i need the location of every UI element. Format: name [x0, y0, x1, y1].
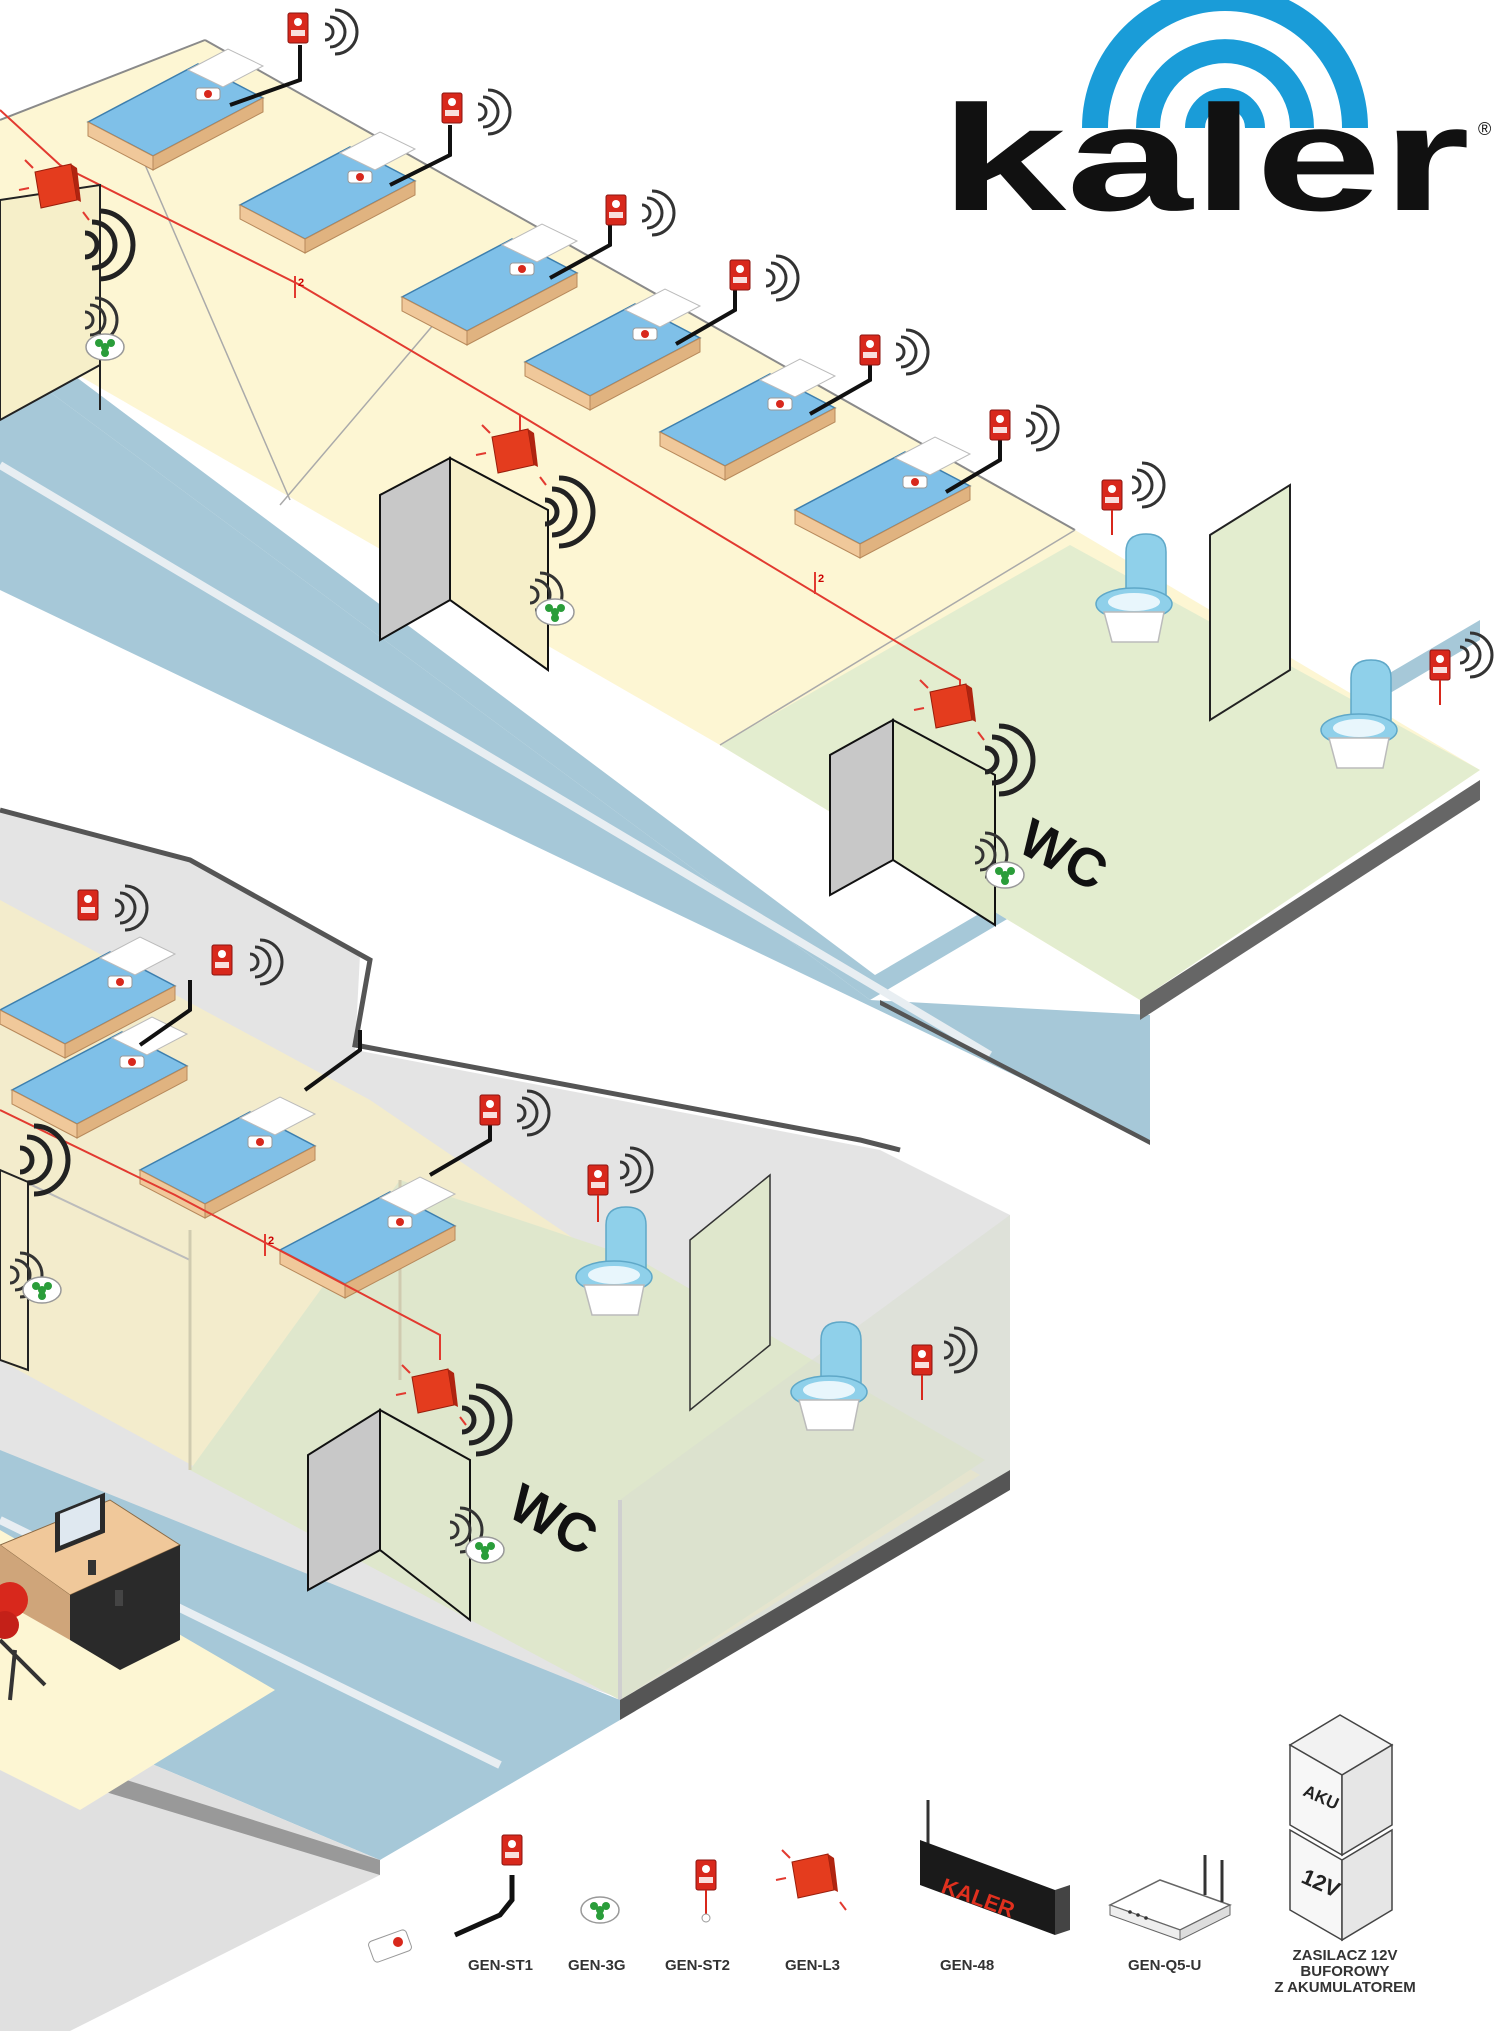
power-supply-label-line1: ZASILACZ 12V [1292, 1947, 1397, 1964]
green-reset-button-icon [986, 862, 1024, 888]
green-reset-button-icon [23, 1277, 61, 1303]
sos-call-station-icon [288, 13, 308, 43]
power-supply-icon: AKU 12V [1290, 1715, 1392, 1940]
wireless-waves-icon [478, 90, 510, 134]
sos-call-station-icon [990, 410, 1010, 440]
green-reset-button-icon [466, 1537, 504, 1563]
cable-marker: 2 [298, 277, 304, 289]
sos-pull-cord-icon [1430, 650, 1450, 680]
legend-label-gen-q5u: GEN-Q5-U [1128, 1957, 1201, 1974]
registered-mark: ® [1478, 119, 1491, 139]
cable-marker: 2 [268, 1235, 274, 1247]
kaler-logo: kaler ® [940, 0, 1491, 242]
wireless-waves-icon [766, 256, 798, 300]
wifi-router-icon [1110, 1855, 1230, 1940]
legend-label-gen-48: GEN-48 [940, 1957, 994, 1974]
sos-call-station-icon [442, 93, 462, 123]
red-corridor-lamp-icon [776, 1850, 846, 1910]
power-supply-label-line2: BUFOROWY [1300, 1963, 1389, 1980]
sos-call-station-icon [606, 195, 626, 225]
legend-label-gen-l3: GEN-L3 [785, 1957, 840, 1974]
green-reset-button-icon [536, 599, 574, 625]
sos-pull-cord-icon [696, 1860, 716, 1890]
logo-wordmark: kaler [940, 74, 1470, 242]
legend-label-gen-3g: GEN-3G [568, 1957, 626, 1974]
green-reset-button-icon [581, 1897, 619, 1923]
sos-call-station-icon [860, 335, 880, 365]
sos-pull-cord-icon [588, 1165, 608, 1195]
sos-pull-cord-icon [912, 1345, 932, 1375]
legend-label-gen-st2: GEN-ST2 [665, 1957, 730, 1974]
wireless-waves-icon [896, 330, 928, 374]
wireless-waves-icon [642, 191, 674, 235]
power-supply-label-line3: Z AKUMULATOREM [1274, 1979, 1415, 1996]
legend-label-gen-st1: GEN-ST1 [468, 1957, 533, 1974]
sos-call-station-icon [730, 260, 750, 290]
wireless-waves-icon [325, 10, 357, 54]
sos-call-station-icon [212, 945, 232, 975]
sos-call-station-icon [78, 890, 98, 920]
wireless-waves-icon [1132, 463, 1164, 507]
wireless-waves-icon [1026, 406, 1058, 450]
sos-pull-cord-icon [1102, 480, 1122, 510]
cable-marker: 2 [818, 573, 824, 585]
green-reset-button-icon [86, 334, 124, 360]
sos-call-station-icon [480, 1095, 500, 1125]
gen-st1-icon [367, 1835, 522, 1963]
led-display-icon: KALER [920, 1800, 1070, 1935]
